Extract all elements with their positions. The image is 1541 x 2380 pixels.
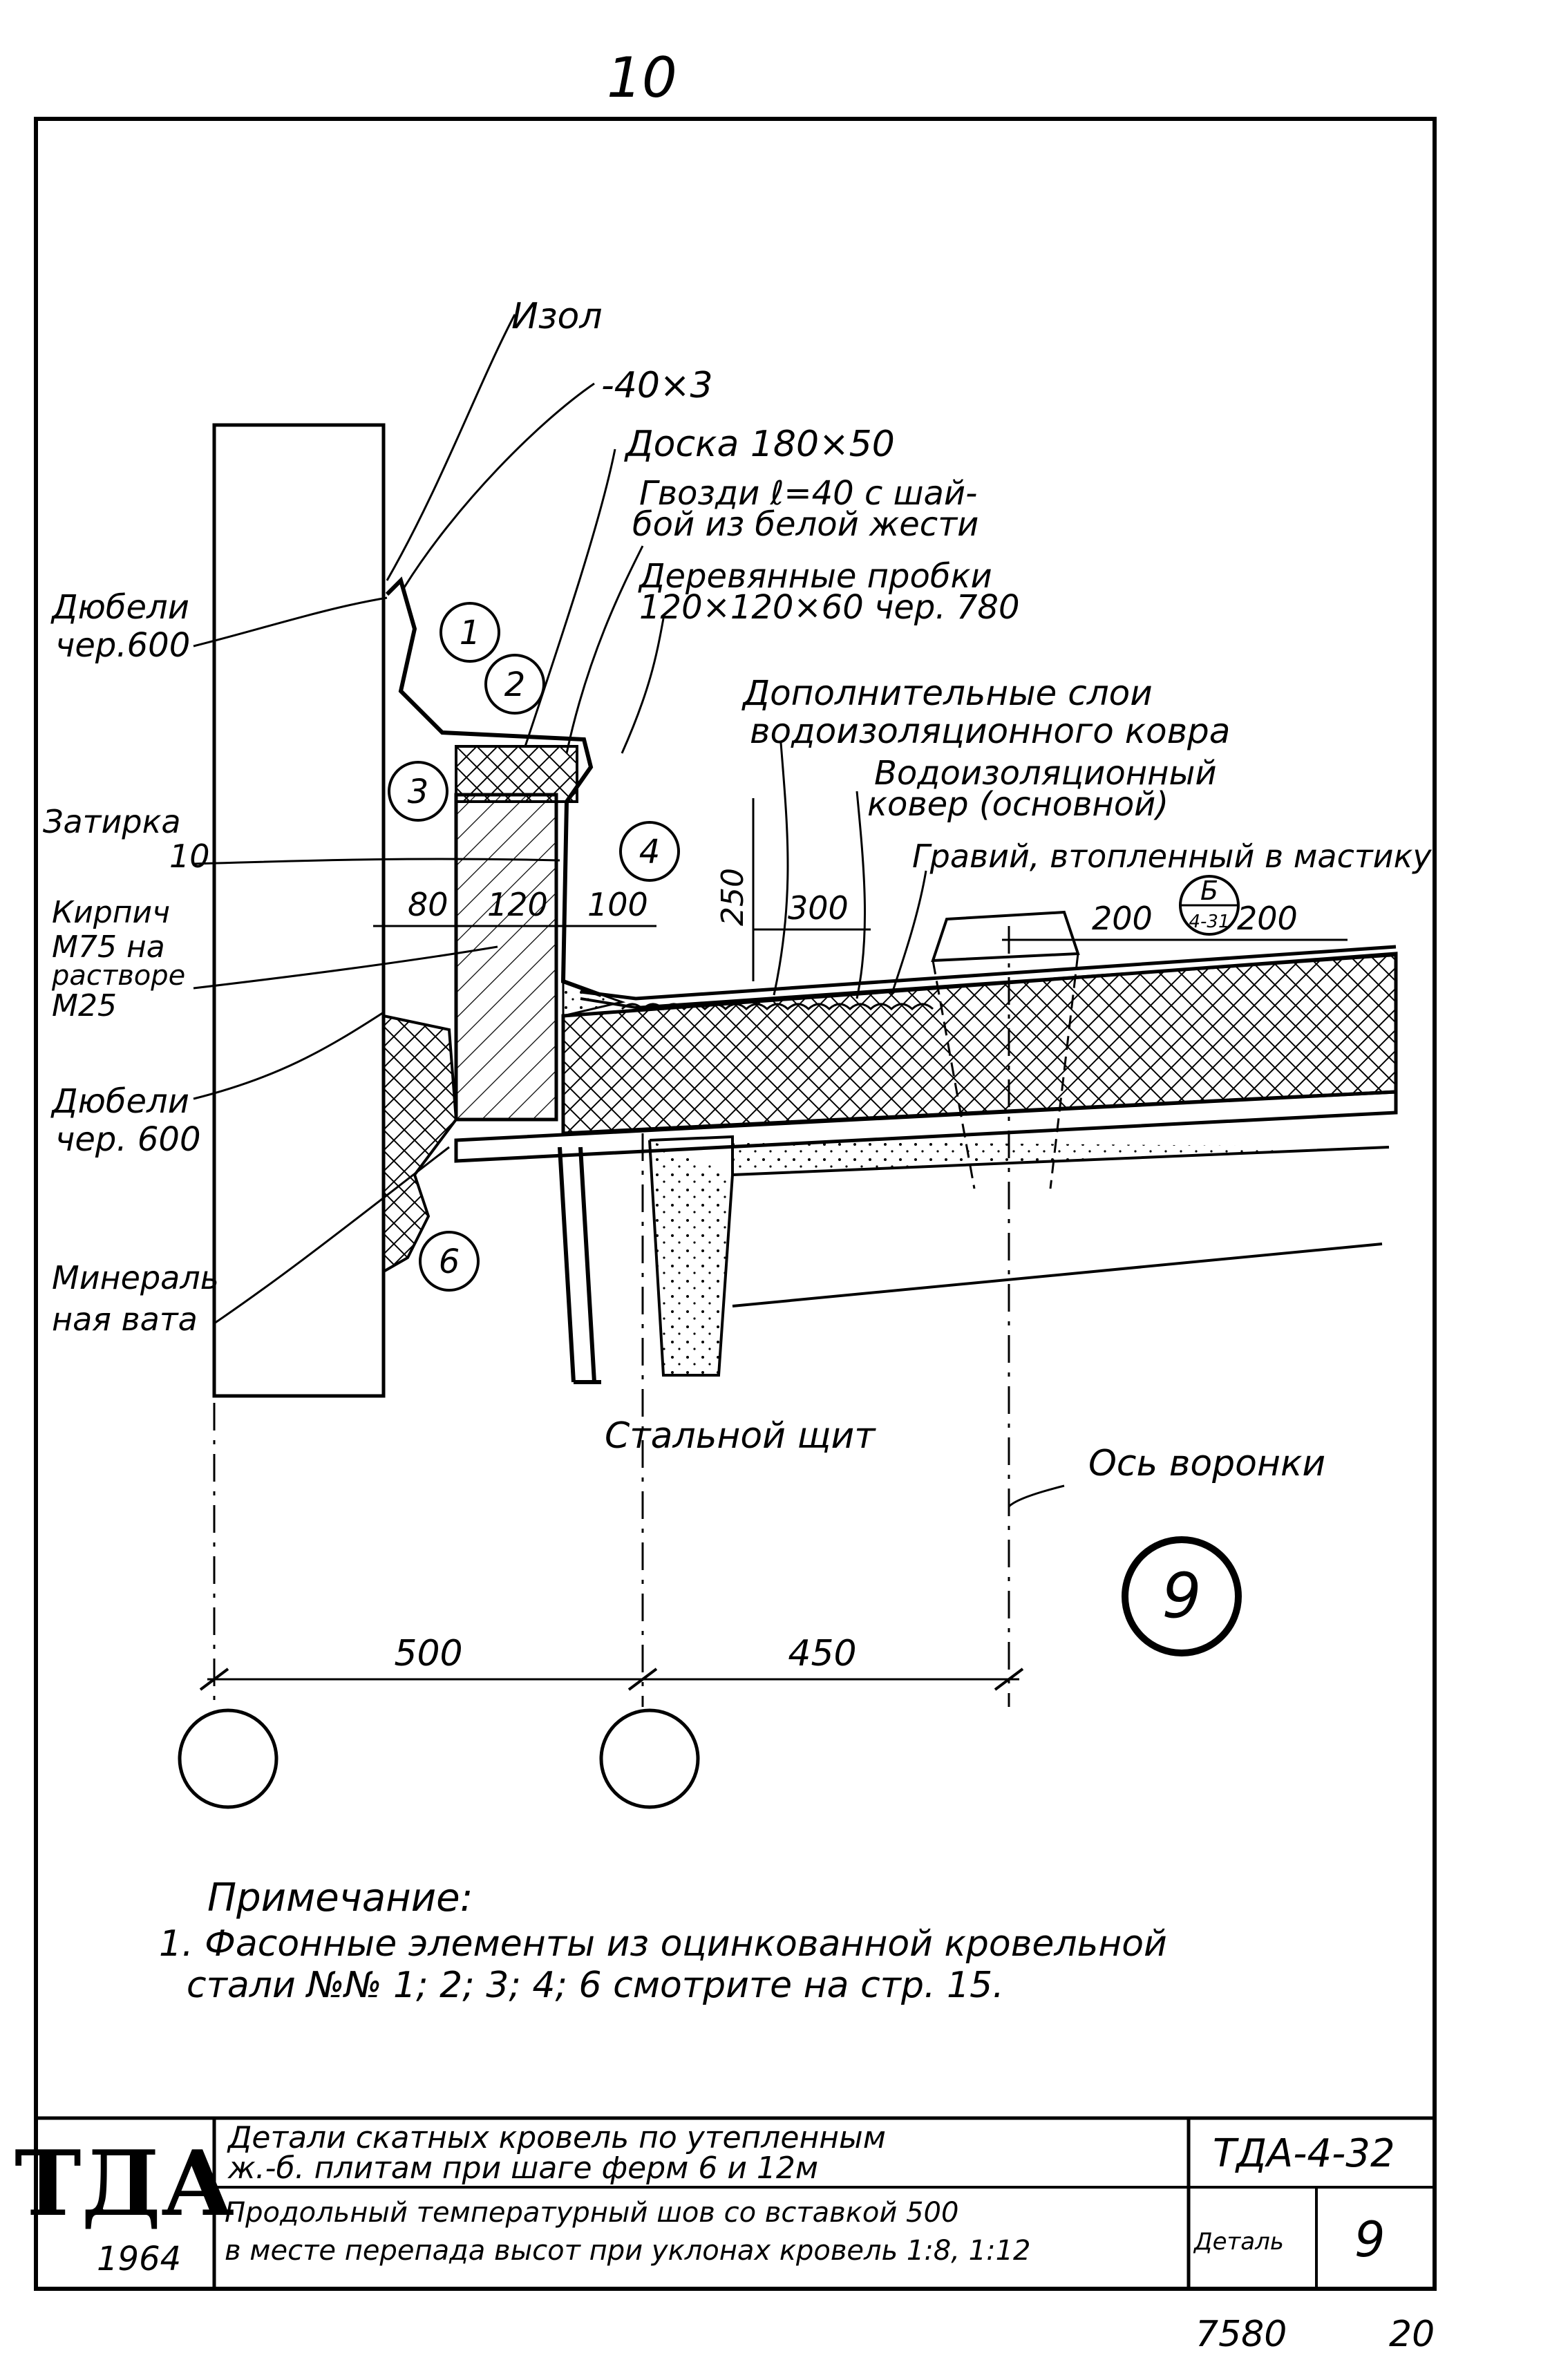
title-line-2: ж.-б. плитам при шаге ферм 6 и 12м — [227, 2151, 818, 2186]
page-number: 10 — [607, 46, 677, 110]
slab-rib — [648, 1135, 1390, 1377]
callout-1: 1 — [460, 614, 481, 652]
parapet-top — [455, 745, 578, 803]
section-drawing: 9 500 450 80 120 100 250 300 200 200 Б 4… — [178, 314, 1398, 1809]
detail-value: 9 — [1354, 2211, 1386, 2268]
dim-120: 120 — [487, 886, 548, 923]
roof-carpet-2 — [580, 954, 1397, 1010]
brick-wall — [212, 423, 386, 1398]
flashing — [385, 576, 603, 997]
year: 1964 — [97, 2240, 181, 2278]
callout-4: 4 — [639, 833, 661, 871]
title-line-1: Детали скатных кровель по утепленным — [227, 2120, 886, 2155]
label-mineral-2: ная вата — [52, 1301, 198, 1338]
note-line-2: стали №№ 1; 2; 3; 4; 6 смотрите на стр. … — [187, 1965, 1004, 2006]
label-brick-4: М25 — [52, 988, 117, 1023]
label-board: Доска 180×50 — [624, 424, 895, 465]
label-extra-layers-2: водоизоляционного ковра — [750, 711, 1230, 751]
callout-2: 2 — [504, 665, 526, 704]
note-block: Примечание: 1. Фасонные элементы из оцин… — [159, 1876, 1167, 2006]
logo-tda: ТДА — [15, 2131, 234, 2236]
drain-funnel-left — [932, 960, 976, 1189]
title-block: ТДА 1964 Детали скатных кровель по утепл… — [15, 2116, 1435, 2291]
dim-300: 300 — [788, 889, 849, 927]
label-plaster-2: 10 — [169, 838, 210, 875]
roof-carpet — [580, 945, 1397, 1001]
roof-slab — [454, 1090, 1398, 1163]
detail-number: 9 — [1162, 1560, 1201, 1632]
label-dowels-bottom-1: Дюбели — [50, 1082, 189, 1121]
label-brick-3: растворе — [51, 960, 185, 992]
axis-bubble-left — [178, 1708, 278, 1809]
subtitle-line-1: Продольный температурный шов со вставкой… — [225, 2197, 958, 2229]
note-title: Примечание: — [207, 1876, 473, 1920]
label-funnel-axis: Ось воронки — [1088, 1443, 1325, 1484]
dim-500: 500 — [394, 1633, 462, 1674]
label-strip: -40×3 — [601, 365, 713, 406]
label-plugs-1: Деревянные пробки — [638, 557, 992, 596]
bottom-left-code: 7580 — [1195, 2314, 1287, 2355]
callout-6: 6 — [439, 1243, 460, 1281]
label-brick-2: М75 на — [52, 929, 165, 965]
label-nails-1: Гвозди ℓ=40 с шай- — [639, 474, 977, 513]
drain-funnel — [931, 910, 1080, 963]
labels: Изол -40×3 Доска 180×50 Гвозди ℓ=40 с ша… — [43, 296, 1432, 1484]
label-main-carpet-1: Водоизоляционный — [874, 754, 1217, 793]
dim-450: 450 — [788, 1633, 856, 1674]
dim-200-left: 200 — [1092, 900, 1153, 937]
note-line-1: 1. Фасонные элементы из оцинкованной кро… — [159, 1923, 1167, 1965]
insulation-layer — [561, 952, 1398, 1135]
dim-100: 100 — [587, 886, 648, 923]
label-izol: Изол — [511, 296, 603, 337]
detail-circle — [1122, 1536, 1242, 1656]
drain-funnel-right — [1049, 953, 1079, 1189]
mineral-wool — [382, 1014, 458, 1274]
label-dowels-top-1: Дюбели — [50, 588, 189, 627]
dim-200-right: 200 — [1237, 900, 1298, 937]
parapet-brick — [454, 793, 558, 1122]
label-steel-shield: Стальной щит — [605, 1415, 876, 1457]
section-mark-sheet: 4-31 — [1189, 912, 1229, 932]
label-brick-1: Кирпич — [52, 895, 170, 930]
label-main-carpet-2: ковер (основной) — [867, 785, 1169, 824]
callout-3: 3 — [408, 773, 429, 811]
label-plugs-2: 120×120×60 чер. 780 — [639, 588, 1020, 627]
label-plaster-1: Затирка — [43, 803, 181, 840]
section-mark — [1179, 875, 1240, 936]
steel-shield — [558, 1146, 601, 1384]
label-gravel: Гравий, втопленный в мастику — [912, 838, 1432, 875]
label-dowels-top-2: чер.600 — [55, 626, 190, 665]
detail-label: Деталь — [1193, 2228, 1284, 2256]
dim-80: 80 — [408, 886, 448, 923]
section-mark-letter: Б — [1200, 876, 1218, 906]
subtitle-line-2: в месте перепада высот при уклонах крове… — [225, 2235, 1031, 2267]
slab-lower-line — [732, 1243, 1383, 1307]
dim-250: 250 — [715, 868, 750, 926]
label-dowels-bottom-2: чер. 600 — [55, 1120, 201, 1159]
bottom-right-number: 20 — [1389, 2314, 1435, 2355]
label-mineral-1: Минераль — [52, 1259, 219, 1296]
doc-code: ТДА-4-32 — [1213, 2131, 1395, 2176]
label-nails-2: бой из белой жести — [632, 505, 979, 544]
gravel-layer — [621, 1003, 934, 1011]
axis-bubble-right — [599, 1708, 700, 1809]
label-extra-layers-1: Дополнительные слои — [741, 673, 1153, 713]
